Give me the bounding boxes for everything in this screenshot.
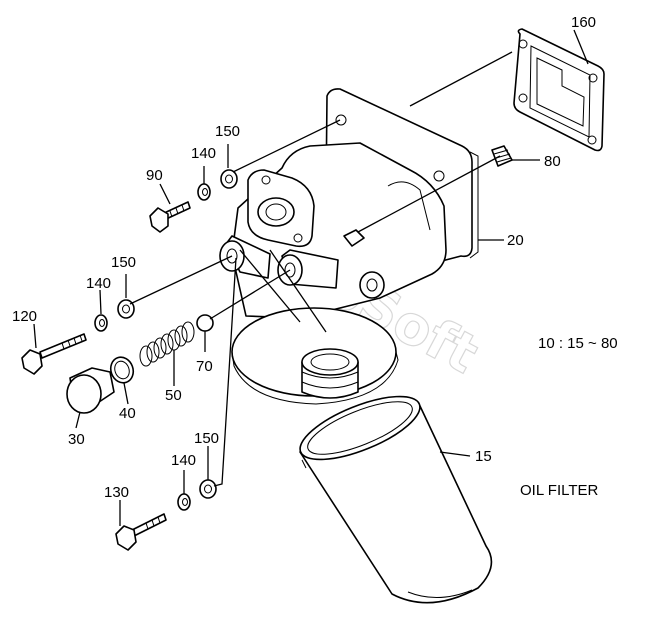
callout-130: 130: [104, 484, 129, 501]
callout-80: 80: [544, 153, 561, 170]
washer-part-140-top: [197, 183, 211, 201]
assembly-lines: [129, 51, 513, 487]
callout-120: 120: [12, 308, 37, 325]
ratio-note: 10 : 15 ~ 80: [538, 335, 618, 352]
washer-part-140-mid: [94, 314, 108, 332]
callout-150-mid: 150: [111, 254, 136, 271]
diagram-caption: OIL FILTER: [520, 482, 599, 499]
plug-part-30: [66, 367, 115, 414]
filter-cartridge-part-15: [299, 395, 493, 604]
callout-140-bot: 140: [171, 452, 196, 469]
plug-part-80: [491, 145, 513, 167]
bolt-part-90: [149, 201, 191, 233]
callout-90: 90: [146, 167, 163, 184]
washer-part-140-bot: [177, 493, 191, 511]
callout-150-bot: 150: [194, 430, 219, 447]
washer-part-150-top: [220, 169, 238, 189]
callout-labels: 160 150 140 90 80 20 150 140 120 70 50 4…: [12, 14, 596, 501]
callout-15: 15: [475, 448, 492, 465]
spring-part-50: [139, 321, 195, 367]
washer-part-150-mid: [117, 299, 135, 319]
ball-part-70: [196, 314, 214, 332]
callout-leaders: [33, 29, 589, 526]
callout-140-top: 140: [191, 145, 216, 162]
callout-160: 160: [571, 14, 596, 31]
gasket-part-160: [513, 28, 605, 152]
callout-70: 70: [196, 358, 213, 375]
washer-part-150-bot: [199, 479, 217, 499]
bolt-part-120: [21, 333, 87, 375]
callout-150-top: 150: [215, 123, 240, 140]
callout-20: 20: [507, 232, 524, 249]
callout-140-mid: 140: [86, 275, 111, 292]
callout-30: 30: [68, 431, 85, 448]
o-ring-part-40: [109, 356, 135, 384]
bolt-part-130: [115, 513, 167, 551]
callout-40: 40: [119, 405, 136, 422]
callout-50: 50: [165, 387, 182, 404]
